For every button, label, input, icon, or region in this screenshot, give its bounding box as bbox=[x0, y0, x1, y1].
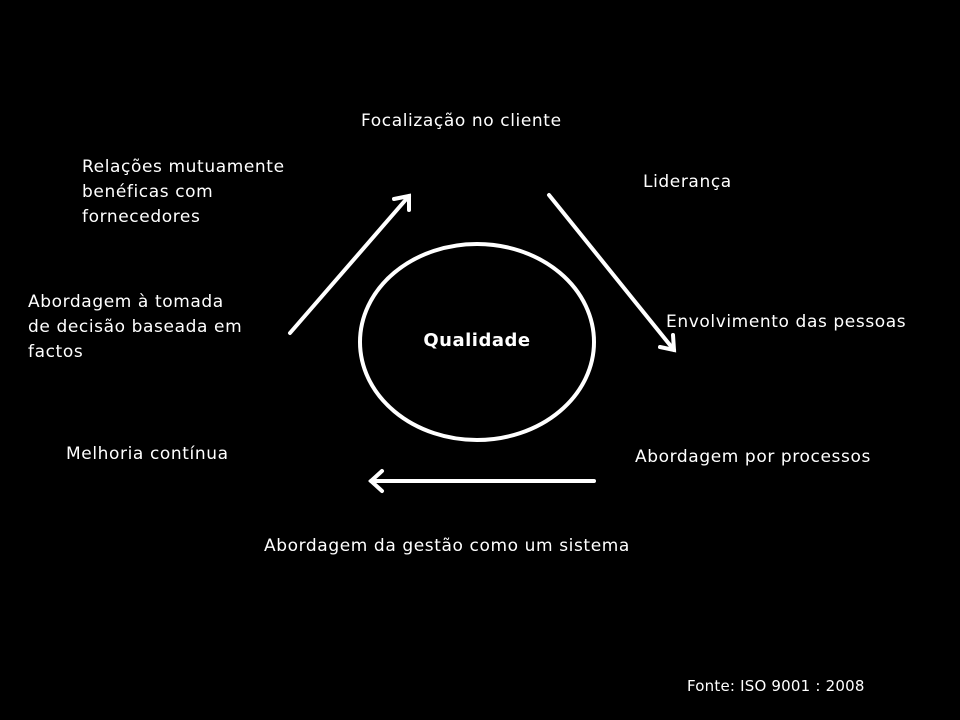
principle-people-involvement: Envolvimento das pessoas bbox=[666, 312, 907, 332]
quality-circle bbox=[358, 242, 596, 442]
arrow-left bbox=[368, 469, 596, 493]
principle-system-approach: Abordagem da gestão como um sistema bbox=[264, 536, 630, 556]
supplier-relations-line: benéficas com bbox=[82, 182, 214, 202]
principle-factual-decision: Abordagem à tomada de decisão baseada em… bbox=[28, 290, 242, 365]
principle-leadership: Liderança bbox=[643, 172, 732, 192]
principle-continual-improvement: Melhoria contínua bbox=[66, 444, 229, 464]
source-citation: Fonte: ISO 9001 : 2008 bbox=[687, 677, 865, 695]
supplier-relations-line: fornecedores bbox=[82, 207, 201, 227]
arrow-down-right bbox=[547, 193, 677, 353]
factual-decision-line: factos bbox=[28, 342, 84, 362]
factual-decision-line: Abordagem à tomada bbox=[28, 292, 224, 312]
arrow-up-right bbox=[288, 193, 411, 335]
supplier-relations-line: Relações mutuamente bbox=[82, 157, 285, 177]
principle-process-approach: Abordagem por processos bbox=[635, 447, 871, 467]
principle-supplier-relations: Relações mutuamente benéficas com fornec… bbox=[82, 155, 285, 230]
principle-customer-focus: Focalização no cliente bbox=[361, 111, 562, 131]
factual-decision-line: de decisão baseada em bbox=[28, 317, 243, 337]
center-label-quality: Qualidade bbox=[423, 330, 531, 351]
